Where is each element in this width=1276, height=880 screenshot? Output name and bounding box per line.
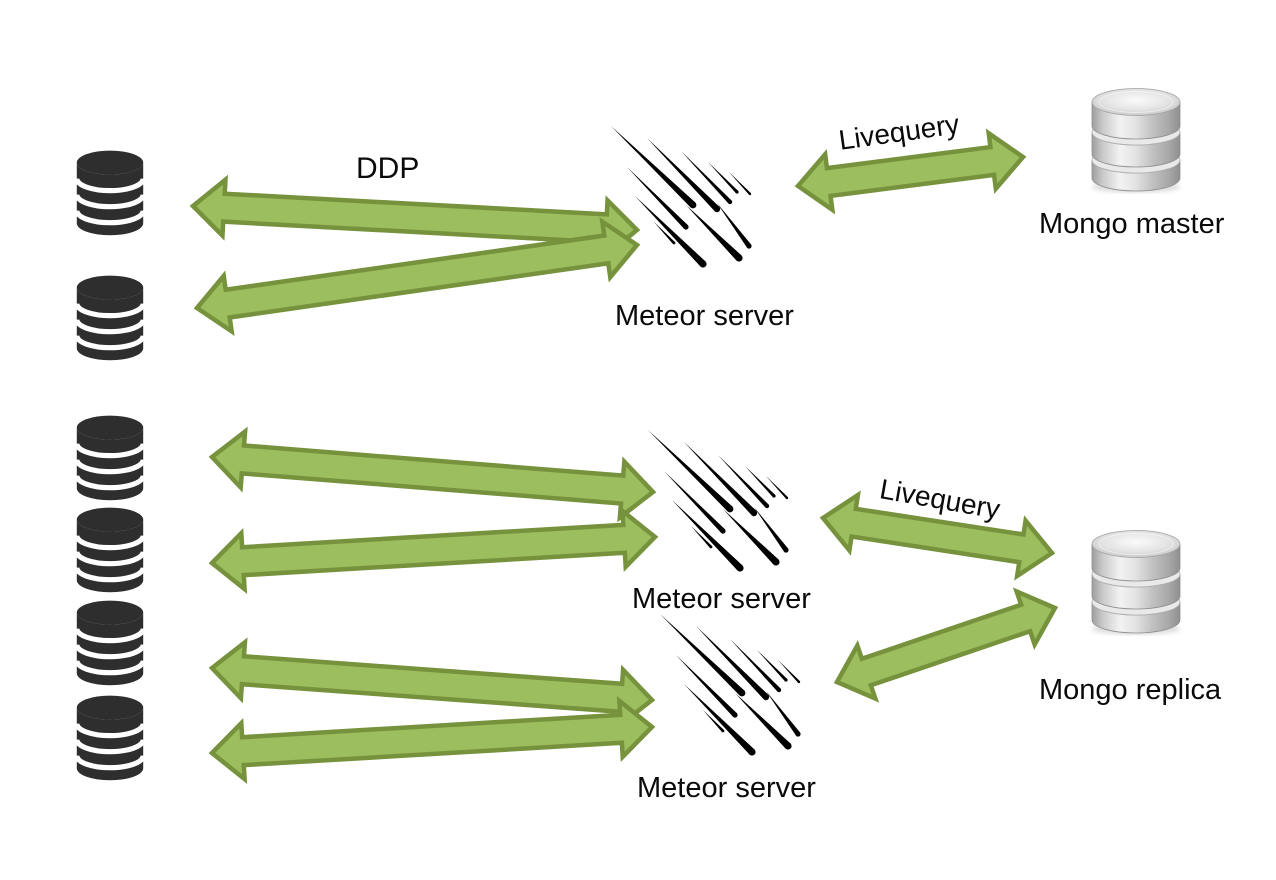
connection-arrow (208, 505, 659, 595)
connection-arrow (794, 128, 1027, 215)
mongo-database-icon (1092, 531, 1180, 635)
node-label-meteor-server-3: Meteor server (637, 772, 816, 804)
connection-arrow (833, 587, 1059, 703)
connection-arrow (208, 695, 656, 785)
node-label-mongo-master: Mongo master (1039, 208, 1225, 240)
arrows-layer (189, 128, 1059, 785)
node-label-meteor-server-1: Meteor server (615, 300, 794, 332)
meteor-icon (648, 430, 789, 572)
connection-arrow (193, 216, 641, 337)
node-label-meteor-server-2: Meteor server (632, 583, 811, 615)
edge-label-ddp: DDP (356, 152, 420, 185)
node-label-mongo-replica: Mongo replica (1039, 674, 1222, 706)
connection-arrow (208, 426, 657, 523)
connection-arrow (208, 637, 656, 731)
connection-arrow (189, 174, 641, 262)
client-database-icon (77, 276, 143, 361)
connection-arrow (819, 490, 1056, 581)
client-database-icon (77, 601, 143, 686)
client-database-icon (77, 151, 143, 236)
client-database-icon (77, 416, 143, 501)
client-database-icon (77, 508, 143, 593)
meteor-icon (660, 614, 801, 756)
mongo-database-icon (1092, 89, 1180, 193)
client-database-icon (77, 696, 143, 781)
